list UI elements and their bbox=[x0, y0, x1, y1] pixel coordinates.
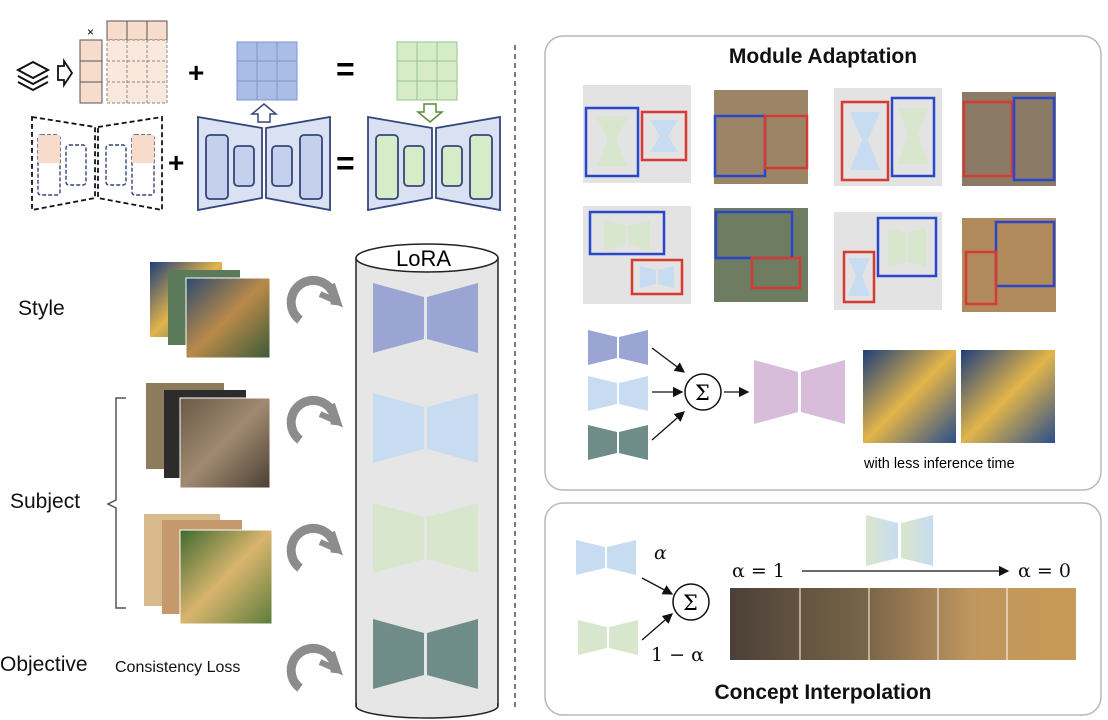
refresh-icon bbox=[286, 523, 343, 572]
cat-dog-photo bbox=[962, 92, 1056, 186]
subject-label: Subject bbox=[10, 490, 81, 513]
subject-module-small bbox=[588, 376, 648, 411]
sum-operator bbox=[672, 583, 710, 621]
dog-photo bbox=[179, 529, 273, 625]
less-inference-caption: with less inference time bbox=[863, 456, 1015, 472]
starry-cat-photo bbox=[863, 350, 956, 443]
alpha-weight-label: α bbox=[654, 542, 667, 564]
equals-symbol-1: = bbox=[336, 51, 355, 87]
subject-module-interp bbox=[576, 540, 636, 575]
lora-matrix-b bbox=[79, 39, 103, 104]
sum-symbol: Σ bbox=[695, 381, 710, 405]
equals-symbol-2: = bbox=[336, 145, 355, 181]
layout-box-blue bbox=[584, 106, 640, 178]
subject-lora-module-1 bbox=[373, 393, 478, 463]
red-frame bbox=[962, 100, 1014, 178]
refresh-icon bbox=[286, 395, 343, 444]
merge-arrow bbox=[651, 411, 685, 441]
merged-lora-module bbox=[754, 360, 845, 424]
sum-symbol: Σ bbox=[683, 591, 698, 615]
layout-box-blue bbox=[876, 216, 938, 278]
plus-symbol-2: + bbox=[168, 147, 184, 178]
consistency-loss-label: Consistency Loss bbox=[115, 659, 241, 676]
delta-weight-matrix bbox=[106, 39, 168, 104]
subject2-module-interp bbox=[578, 620, 638, 655]
lora-matrix-a bbox=[106, 20, 168, 41]
blue-frame bbox=[1012, 96, 1056, 182]
van-gogh-photo bbox=[185, 277, 271, 359]
interp-arrow bbox=[641, 613, 673, 641]
layout-box-blue bbox=[890, 96, 936, 178]
concept-interpolation-title: Concept Interpolation bbox=[714, 681, 932, 704]
lora-label: LoRA bbox=[396, 246, 451, 271]
layout-box-red bbox=[640, 110, 688, 162]
starry-dog-photo bbox=[961, 350, 1055, 443]
layout-box-blue bbox=[588, 210, 666, 256]
blended-module bbox=[866, 515, 933, 566]
dog-cat-photo bbox=[714, 90, 808, 184]
one-minus-alpha-label: 1 − α bbox=[651, 644, 704, 666]
style-label: Style bbox=[18, 297, 65, 320]
cat-dog-photo bbox=[962, 218, 1056, 312]
refresh-icon bbox=[286, 643, 343, 692]
up-arrow-icon bbox=[249, 103, 279, 123]
subject-lora-module-2 bbox=[373, 503, 478, 573]
red-frame bbox=[964, 250, 998, 306]
style-lora-module bbox=[373, 283, 478, 353]
objective-lora-module bbox=[373, 619, 478, 689]
red-frame bbox=[750, 256, 802, 290]
refresh-icon bbox=[286, 275, 343, 324]
merged-weight-matrix bbox=[396, 41, 458, 101]
plus-symbol-1: + bbox=[188, 57, 204, 88]
alpha-eq-0-label: α = 0 bbox=[1018, 560, 1071, 582]
red-frame bbox=[763, 114, 809, 170]
subject-brace bbox=[106, 397, 126, 609]
merge-arrow bbox=[651, 347, 686, 373]
alpha-eq-1-label: α = 1 bbox=[732, 560, 785, 582]
lora-unet-dashed bbox=[31, 115, 163, 212]
times-symbol: × bbox=[87, 25, 94, 39]
interpolation-strip bbox=[730, 588, 1076, 660]
layout-box-red bbox=[842, 250, 876, 304]
down-arrow-icon bbox=[415, 103, 445, 123]
objective-module-small bbox=[588, 425, 648, 460]
merged-unet bbox=[367, 115, 501, 212]
pretrained-unet bbox=[197, 115, 331, 212]
layout-box-red bbox=[630, 258, 684, 296]
style-module-small bbox=[588, 330, 648, 365]
layers-icon bbox=[15, 60, 51, 92]
sum-operator bbox=[684, 373, 722, 411]
module-adaptation-title: Module Adaptation bbox=[728, 45, 918, 68]
interp-arrow bbox=[641, 577, 674, 595]
lora-unet-blocks bbox=[37, 134, 155, 196]
layout-box-red bbox=[840, 100, 890, 182]
objective-label: Objective bbox=[0, 653, 88, 676]
arrow-right-icon bbox=[57, 58, 74, 88]
pretrained-weight-matrix bbox=[236, 41, 298, 101]
cat-photo bbox=[179, 397, 271, 489]
